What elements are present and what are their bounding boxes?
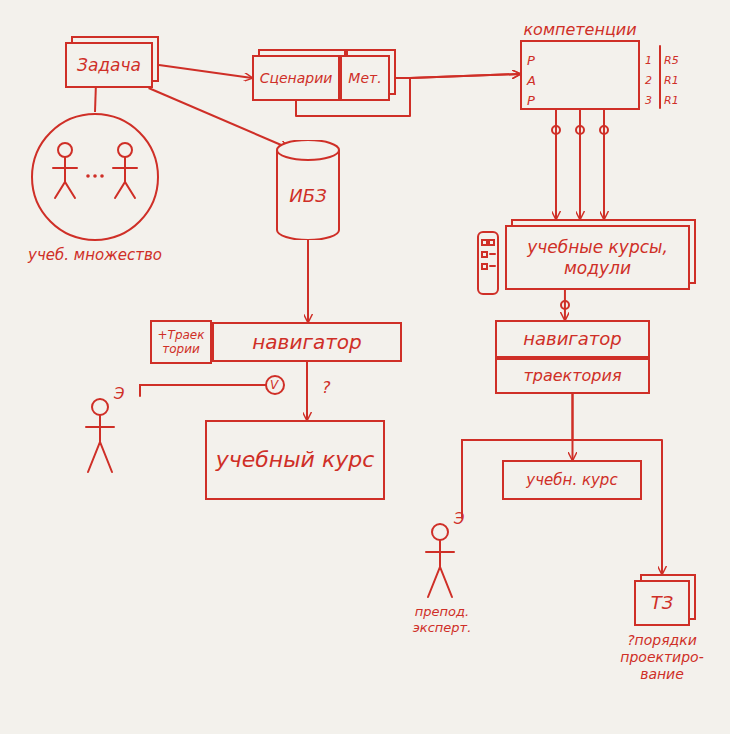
table-number: 2 [645, 73, 652, 89]
node-text: ИБЗ [289, 185, 326, 207]
connector [396, 74, 520, 78]
check-circle [266, 376, 284, 394]
node-text: траектория [523, 366, 621, 385]
connector [159, 65, 252, 78]
node-text: учебный курс [216, 447, 375, 473]
navigator-box: навигатор [495, 320, 650, 358]
list-icon [478, 232, 498, 294]
list-letter: Р [527, 93, 535, 109]
table-cell: R1 [664, 93, 679, 109]
connector [603, 110, 605, 219]
learner-set-circle: учеб. множество [20, 112, 170, 264]
table-number: 1 [645, 53, 652, 69]
table-number: 3 [645, 93, 652, 109]
expert-mark: Э [454, 511, 464, 527]
method-box: Мет. [340, 55, 390, 101]
circle-outline [20, 112, 170, 242]
node-text: учебные курсы, модули [511, 237, 684, 278]
course-box: учебный курс [205, 420, 385, 500]
node-text: компетенции [520, 20, 640, 40]
node-text: учебн. курс [526, 471, 617, 489]
modules-box: учебные курсы, модули [505, 225, 690, 290]
navigator-box: навигатор [212, 322, 402, 362]
student-figure [53, 143, 77, 198]
knowledge-base-cylinder: ИБЗ [275, 140, 341, 240]
node-text: Задача [77, 55, 141, 75]
ellipsis-dots [86, 174, 104, 178]
list-frame [520, 40, 640, 110]
table-rule [659, 46, 661, 108]
expert-mark: Э [114, 386, 124, 402]
table-cell: R5 [664, 53, 679, 69]
node-text: ?порядки проектиро-вание [612, 632, 712, 682]
node-text: Мет. [348, 70, 381, 87]
node-text: навигатор [523, 328, 622, 350]
node-text: +Траек тории [156, 328, 206, 357]
node-text: учеб. множество [20, 246, 170, 264]
connector [306, 362, 308, 420]
expert-figure [86, 399, 114, 472]
node-text: ТЗ [651, 592, 674, 614]
connector [564, 290, 566, 320]
node-text: Сценарии [260, 70, 333, 87]
connector [94, 88, 97, 112]
branch-line [140, 385, 266, 396]
connector [579, 110, 581, 219]
trajectory-box: траектория [495, 358, 650, 394]
expert-figure [426, 524, 454, 597]
list-letter: А [527, 73, 536, 89]
connector [307, 240, 309, 322]
spec-box: ТЗ ?порядки проектиро-вание [612, 580, 712, 682]
scenario-box: Сценарии [252, 55, 340, 101]
role-label: препод. эксперт. [396, 604, 488, 636]
trajectory-tab: +Траек тории [150, 320, 212, 364]
check-mark: V [270, 377, 278, 393]
document-frame: ТЗ [634, 580, 690, 626]
student-figure [113, 143, 137, 198]
competence-box: компетенции [520, 20, 640, 110]
list-letter: Р [527, 53, 535, 69]
course-box: учебн. курс [502, 460, 642, 500]
task-box: Задача [65, 42, 153, 88]
connector [555, 110, 557, 219]
question-mark: ? [322, 380, 331, 396]
node-text: навигатор [252, 330, 361, 354]
table-cell: R1 [664, 73, 679, 89]
